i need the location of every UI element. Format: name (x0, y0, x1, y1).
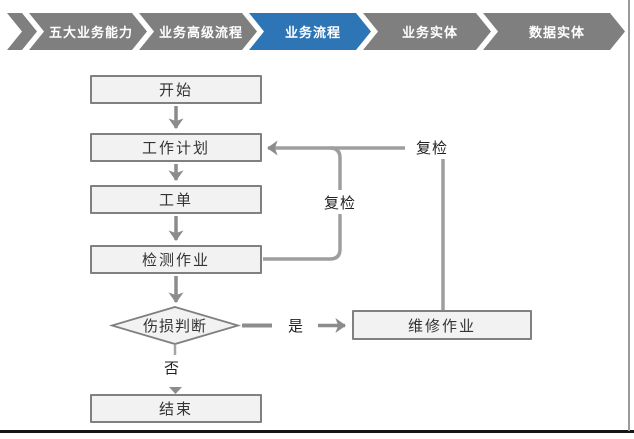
edge-label-recheck-outer: 复检 (405, 135, 459, 159)
node-end[interactable]: 结束 (90, 394, 262, 423)
tab-data-entity[interactable]: 数据实体 (483, 13, 625, 50)
node-label: 检测作业 (141, 252, 210, 269)
edge-label-text: 否 (163, 359, 180, 377)
edge-label-text: 复检 (415, 139, 448, 157)
node-label: 结束 (158, 401, 193, 418)
edge-label-recheck-inner: 复检 (318, 190, 362, 214)
edge-label-yes: 是 (282, 314, 310, 336)
tab-label: 业务实体 (401, 25, 458, 40)
node-label: 维修作业 (407, 317, 476, 335)
node-inspect[interactable]: 检测作业 (90, 245, 262, 274)
tab-five-capabilities[interactable]: 五大业务能力 (29, 13, 147, 50)
tab-high-level-process[interactable]: 业务高级流程 (139, 13, 257, 50)
node-order[interactable]: 工单 (90, 185, 262, 214)
edge-label-text: 是 (287, 317, 304, 335)
node-label: 工单 (158, 192, 193, 209)
edge-label-text: 复检 (323, 194, 356, 212)
page-right-border (628, 0, 630, 431)
node-start[interactable]: 开始 (90, 75, 262, 104)
tab-label: 数据实体 (528, 25, 585, 40)
edge-label-no: 否 (158, 356, 186, 378)
node-repair[interactable]: 维修作业 (352, 310, 532, 340)
node-label: 伤损判断 (142, 318, 207, 335)
edge-recheck-repair-to-plan (266, 140, 445, 310)
decision-diamond-shape (108, 306, 242, 345)
arrowhead-into-end (169, 387, 182, 394)
node-label: 工作计划 (141, 140, 210, 157)
page-bottom-border (0, 430, 634, 433)
node-label: 开始 (158, 82, 193, 99)
tab-label: 业务流程 (284, 25, 341, 40)
tab-business-entity[interactable]: 业务实体 (363, 13, 491, 50)
node-plan[interactable]: 工作计划 (90, 133, 262, 162)
breadcrumb: 五大业务能力 业务高级流程 业务流程 业务实体 数据实体 (7, 13, 617, 50)
tab-label: 业务高级流程 (158, 25, 243, 40)
tab-business-process[interactable]: 业务流程 (249, 13, 371, 50)
node-decision[interactable]: 伤损判断 (112, 307, 238, 344)
tab-label: 五大业务能力 (48, 25, 133, 40)
